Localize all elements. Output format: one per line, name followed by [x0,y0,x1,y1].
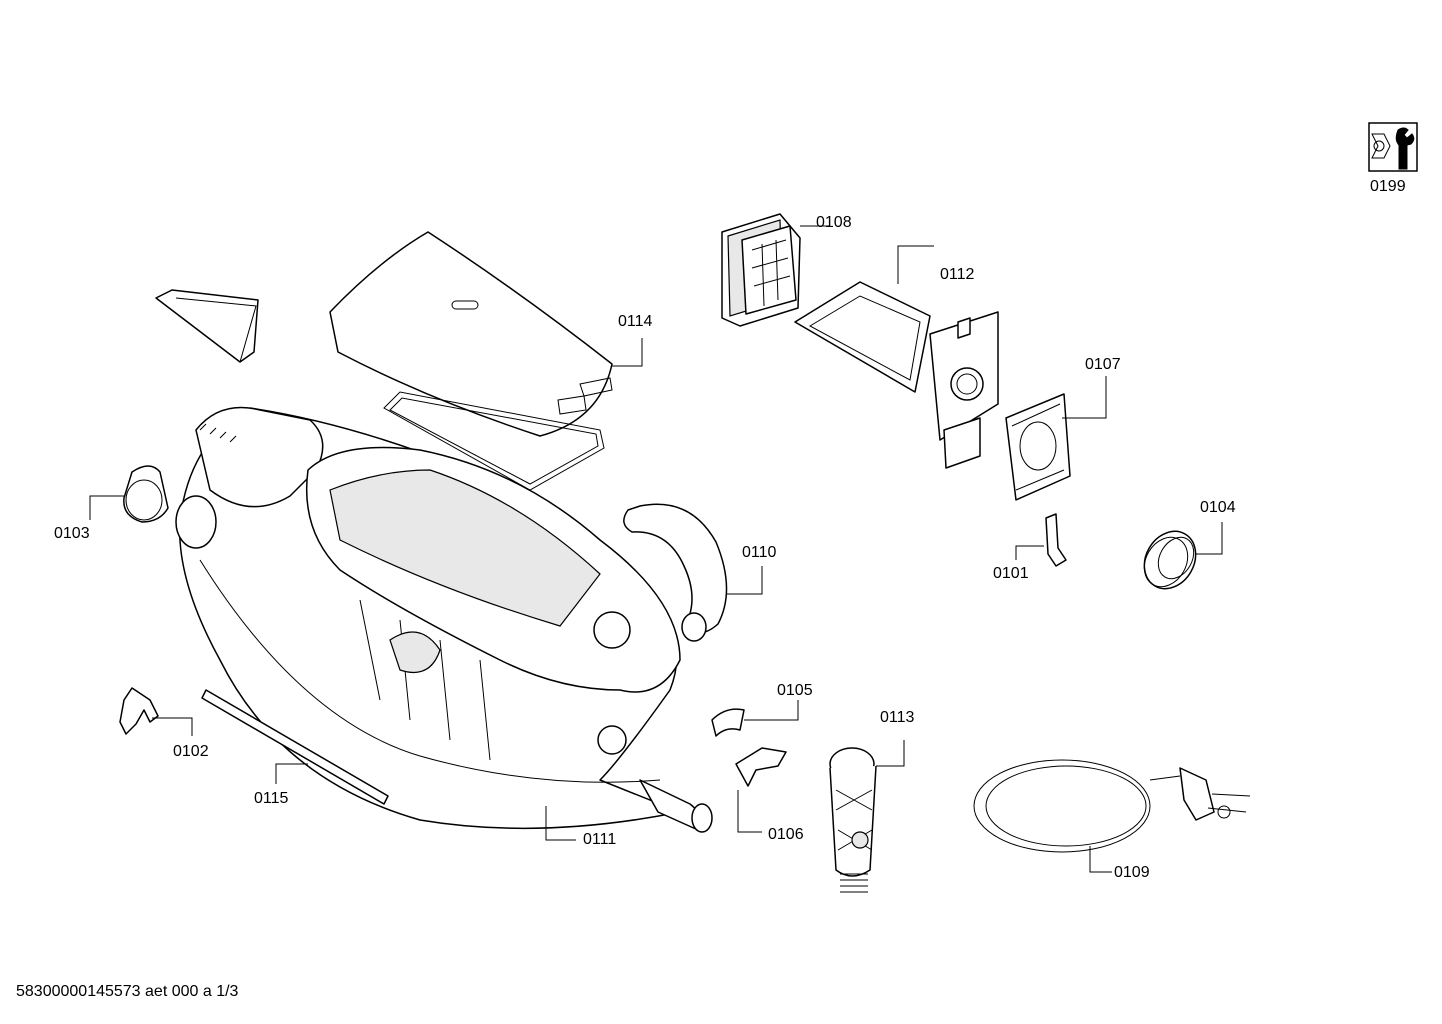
label-0106: 0106 [768,826,804,843]
power-cable-0109[interactable] [973,759,1251,873]
leaflet-documents [155,289,259,363]
cover-piece-0105[interactable] [711,700,799,737]
label-0113: 0113 [880,709,915,726]
label-0115: 0115 [254,790,289,807]
hose-collar-0103[interactable] [89,465,169,523]
filter-cassette-0108[interactable] [721,213,830,327]
small-clip-0101[interactable] [1015,513,1067,567]
tool-icon-0199[interactable] [1368,122,1418,172]
label-0199: 0199 [1370,178,1406,195]
label-0101: 0101 [993,565,1029,582]
spring-filter-0113[interactable] [829,740,905,893]
label-0104: 0104 [1200,499,1236,516]
sealing-ring-0104[interactable] [1134,522,1223,598]
bag-holder-frame-0107[interactable] [1005,376,1107,501]
label-0107: 0107 [1085,356,1121,373]
small-bracket-0102[interactable] [119,687,193,736]
label-0110: 0110 [742,544,777,561]
dust-bag-0112[interactable] [794,245,999,469]
label-0114: 0114 [618,313,653,330]
label-0102: 0102 [173,743,209,760]
housing-lid-0114[interactable] [329,231,643,491]
main-housing-0111[interactable] [175,406,713,841]
hose-bend-0110[interactable] [623,503,763,642]
label-0111: 0111 [583,831,617,848]
label-0112: 0112 [940,266,975,283]
cover-piece-0106[interactable] [735,747,787,833]
rod-0115[interactable] [201,689,389,805]
label-0105: 0105 [777,682,813,699]
label-0103: 0103 [54,525,90,542]
label-0109: 0109 [1114,864,1150,881]
document-footer-code: 58300000145573 aet 000 a 1/3 [16,983,239,1000]
label-0108: 0108 [816,214,852,231]
